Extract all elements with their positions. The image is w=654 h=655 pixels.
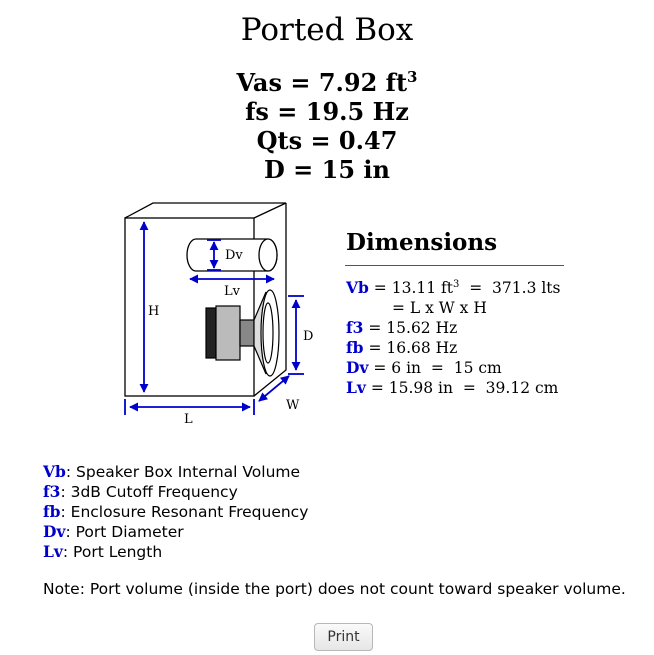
speaker-driver (205, 289, 280, 377)
legend-item: Vb: Speaker Box Internal Volume (43, 462, 301, 481)
label-lv: Lv (224, 284, 241, 299)
legend-item: Lv: Port Length (43, 542, 163, 561)
ported-box-diagram: H L W D Dv Lv (124, 202, 313, 427)
w-arrow (258, 375, 290, 402)
vb-row: Vb = 13.11 ft3 = 371.3 lts (346, 278, 561, 297)
f3-row: f3 = 15.62 Hz (346, 318, 458, 337)
dimensions-divider (345, 265, 564, 266)
vas-value: Vas = 7.92 ft3 (236, 68, 418, 97)
dv-row: Dv = 6 in = 15 cm (346, 358, 502, 377)
d-value: D = 15 in (264, 155, 390, 184)
dimensions-heading: Dimensions (346, 229, 498, 256)
dimensions-list: Vb = 13.11 ft3 = 371.3 lts = L x W x H f… (346, 278, 561, 398)
legend-item: fb: Enclosure Resonant Frequency (43, 502, 309, 521)
port-volume-note: Note: Port volume (inside the port) does… (43, 580, 626, 598)
fs-value: fs = 19.5 Hz (245, 97, 409, 126)
print-button[interactable]: Print (314, 623, 373, 651)
lv-row: Lv = 15.98 in = 39.12 cm (346, 378, 559, 397)
box-outline (124, 202, 287, 397)
qts-value: Qts = 0.47 (256, 126, 398, 155)
fb-row: fb = 16.68 Hz (346, 338, 458, 357)
label-d: D (303, 329, 313, 344)
page-title: Ported Box (240, 12, 414, 48)
legend-item: f3: 3dB Cutoff Frequency (43, 482, 238, 501)
label-h: H (148, 304, 159, 319)
vb-formula: = L x W x H (392, 299, 487, 317)
label-dv: Dv (225, 248, 243, 263)
label-w: W (286, 398, 300, 413)
legend-item: Dv: Port Diameter (43, 522, 184, 541)
label-l: L (184, 412, 193, 427)
driver-parameters: Vas = 7.92 ft3 fs = 19.5 Hz Qts = 0.47 D… (0, 68, 654, 184)
legend: Vb: Speaker Box Internal Volume f3: 3dB … (43, 462, 308, 562)
